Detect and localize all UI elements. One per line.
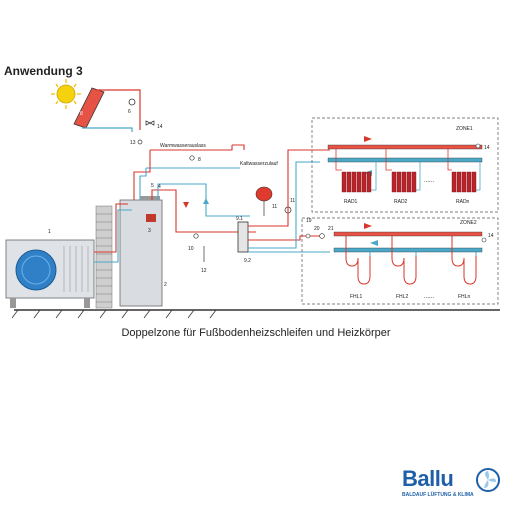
svg-text:19: 19 — [306, 218, 312, 224]
zone1-supply-header — [327, 144, 483, 150]
rad1-label: RAD1 — [344, 199, 358, 205]
zone1-label: ZONE1 — [456, 126, 473, 132]
zone2-label: ZONE2 — [460, 220, 477, 226]
outdoor-unit — [5, 239, 95, 308]
ground-hatch — [11, 309, 217, 319]
zone2-return-header — [333, 247, 483, 253]
svg-text:14: 14 — [157, 124, 163, 130]
zone2-box — [301, 217, 499, 305]
solar-pump-icon — [128, 98, 136, 106]
label-7: 8 — [80, 111, 83, 117]
indoor-tank — [119, 196, 163, 307]
fhl2-label: FHL2 — [396, 294, 408, 300]
solar-pipes-hot — [96, 89, 141, 130]
caption: Doppelzone für Fußbodenheizschleifen und… — [121, 327, 391, 339]
svg-text:14: 14 — [484, 145, 490, 151]
floor-loop-n — [451, 236, 477, 285]
radiator-1 — [335, 149, 377, 193]
zone1-box — [311, 117, 499, 213]
fhln-label: FHLn — [458, 294, 470, 300]
rad2-label: RAD2 — [394, 199, 408, 205]
svg-text:2: 2 — [164, 282, 167, 288]
svg-text:......: ...... — [424, 178, 434, 184]
warmwater-label: Warmwasserauslass — [160, 143, 206, 149]
hydraulic-separator — [237, 221, 249, 253]
svg-text:11: 11 — [272, 204, 277, 210]
svg-text:4: 4 — [158, 184, 161, 190]
faucet-icon — [232, 144, 245, 150]
svg-text:14: 14 — [488, 233, 494, 239]
solar-pipes-cold — [82, 127, 133, 132]
brand-tagline: BALDAUF LÜFTUNG & KLIMA — [402, 492, 474, 498]
svg-text:1: 1 — [48, 229, 51, 235]
svg-text:5: 5 — [151, 183, 154, 189]
outdoor-connection — [94, 203, 128, 253]
radiator-n — [447, 149, 481, 193]
brick-wall — [95, 205, 113, 309]
svg-text:8: 8 — [198, 157, 201, 163]
svg-text:3: 3 — [148, 228, 151, 234]
svg-text:20: 20 — [314, 226, 320, 232]
valve-16-icon — [145, 120, 155, 126]
svg-text:13: 13 — [130, 140, 136, 146]
sun-icon — [51, 79, 81, 109]
svg-text:6: 6 — [128, 109, 131, 115]
floor-loop-1 — [345, 236, 371, 285]
fhl1-label: FHL1 — [350, 294, 362, 300]
floor-loop-2 — [391, 236, 417, 285]
fan-logo-icon — [476, 468, 500, 492]
expansion-vessel — [255, 186, 273, 216]
zone1-return-header — [327, 157, 483, 163]
brand-name: Ballu — [402, 466, 454, 491]
zone2-supply-header — [333, 231, 483, 237]
coldwater-label: Kaltwasserzulauf — [240, 161, 278, 167]
svg-text:21: 21 — [328, 226, 334, 232]
svg-text:9.1: 9.1 — [236, 216, 243, 222]
svg-text:12: 12 — [201, 268, 207, 274]
svg-text:10: 10 — [188, 246, 194, 252]
svg-text:9.2: 9.2 — [244, 258, 251, 264]
diagram-title: Anwendung 3 — [4, 64, 83, 78]
brand-logo: Ballu BALDAUF LÜFTUNG & KLIMA — [402, 466, 506, 502]
radn-label: RADn — [456, 199, 470, 205]
radiator-2 — [385, 149, 421, 193]
svg-text:......: ...... — [424, 294, 434, 300]
svg-text:11: 11 — [290, 198, 295, 204]
